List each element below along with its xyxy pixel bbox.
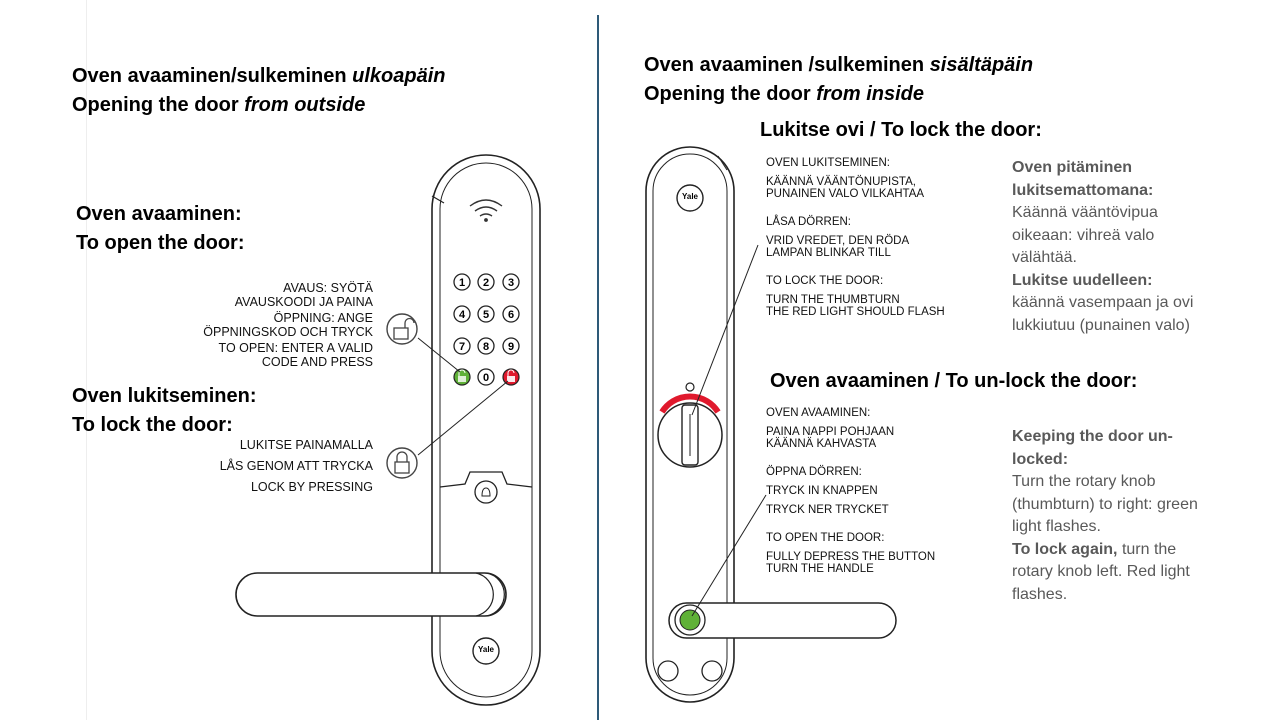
handle-button [679,609,701,631]
keypad-key [502,273,520,291]
lock-steps: LUKITSE PAINAMALLA LÅS GENOM ATT TRYCKA … [219,438,373,494]
keypad-key [477,273,495,291]
keypad-key [453,305,471,323]
column-divider [597,15,599,720]
keypad-key-label: 2 [483,277,489,289]
thumbturn-knob [657,402,723,468]
left-title-fi: Oven avaaminen/sulkeminen ulkoapäin [72,65,446,87]
keypad-key-label: 0 [483,372,489,384]
left-title-en: Opening the door from outside [72,94,366,116]
keypad-key [477,337,495,355]
keypad-key [453,337,471,355]
right-title-en: Opening the door from inside [644,83,925,105]
right-unlock-heading: Oven avaaminen / To un-lock the door: [770,370,1138,392]
keypad-key [477,368,495,386]
door-handle [235,572,507,617]
keypad-key [453,273,471,291]
inside-handle [668,602,897,639]
en-note: Keeping the door un-locked: Turn the rot… [1012,428,1198,603]
open-heading-en: To open the door: [76,232,245,254]
keypad-key [502,305,520,323]
keypad-key-label: 7 [459,341,465,353]
keypad-key-label: 4 [459,309,466,321]
keypad-key-label: 9 [508,341,514,353]
doorbell-icon [474,480,498,504]
lock-heading-en: To lock the door: [72,414,233,436]
open-heading-fi: Oven avaaminen: [76,203,242,225]
inside-yale-logo-text: Yale [681,192,698,201]
unlock-key-icon [453,368,471,386]
wifi-icon [469,199,503,222]
keypad-key-label: 5 [483,309,489,321]
right-lock-heading: Lukitse ovi / To lock the door: [760,119,1042,141]
keypad-key [477,305,495,323]
yale-logo-text: Yale [477,645,494,654]
keypad-key [502,337,520,355]
right-lock-steps: OVEN LUKITSEMINEN: KÄÄNNÄ VÄÄNTÖNUPISTA,… [766,157,945,318]
keypad-key-label: 8 [483,341,489,353]
open-steps: AVAUS: SYÖTÄ AVAUSKOODI JA PAINA ÖPPNING… [203,281,373,369]
keypad-key-label: 3 [508,277,514,289]
lock-callout-icon [386,447,418,479]
keypad-key-label: 6 [508,309,514,321]
right-unlock-steps: OVEN AVAAMINEN: PAINA NAPPI POHJAAN KÄÄN… [766,407,936,575]
fi-note: Oven pitäminen lukitsemattomana: Käännä … [1012,159,1194,334]
lock-heading-fi: Oven lukitseminen: [72,385,257,407]
unlock-callout-icon [386,313,418,345]
red-light-arc [659,393,721,414]
lock-key-icon [502,368,520,386]
led-indicator [685,382,695,392]
page-edge-line [86,0,87,720]
right-title-fi: Oven avaaminen /sulkeminen sisältäpäin [644,54,1034,76]
keypad-key-label: 1 [459,277,465,289]
keypad: 1 2 3 4 5 6 7 8 9 0 [453,273,520,386]
